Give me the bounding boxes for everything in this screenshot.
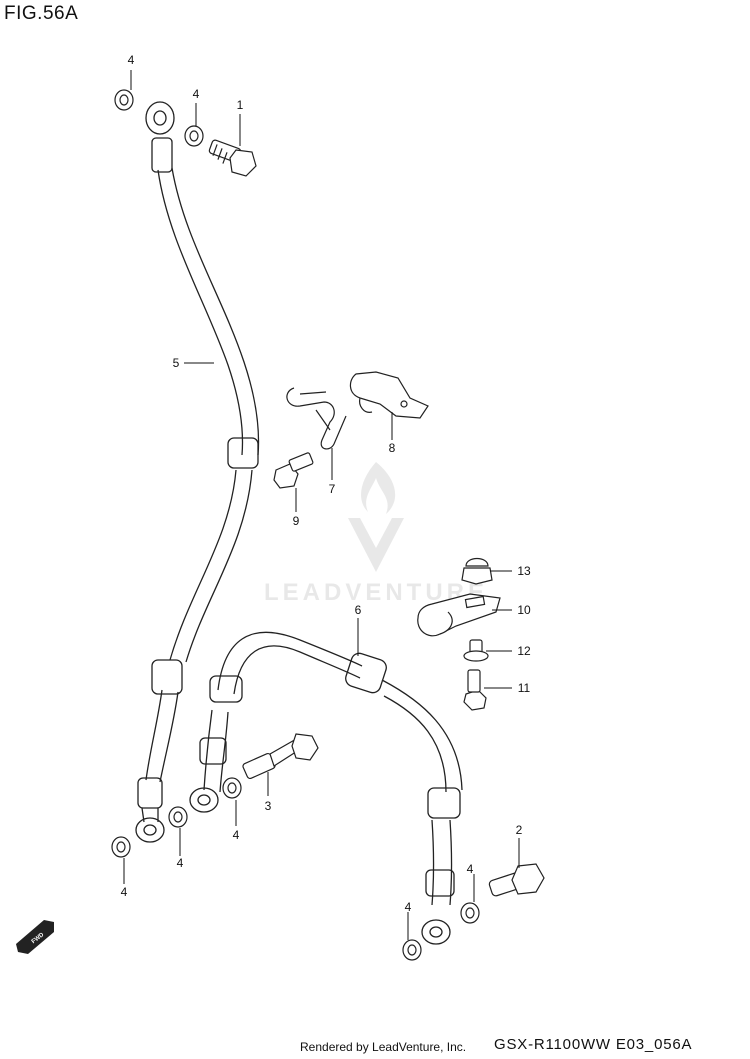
clamp-10 [417, 593, 501, 637]
callout-13: 13 [517, 564, 531, 578]
banjo-bolt-2 [488, 863, 545, 897]
collar-12 [463, 639, 489, 662]
callout-6: 6 [355, 603, 362, 617]
leader-lines [123, 70, 520, 940]
callout-4a: 4 [128, 53, 135, 67]
callout-7: 7 [329, 482, 336, 496]
washer-4b [184, 125, 204, 147]
banjo-bolt-3 [242, 733, 319, 780]
callout-8: 8 [389, 441, 396, 455]
clip-7 [286, 387, 347, 450]
banjo-bolt-1 [208, 139, 257, 177]
washer-4d [168, 806, 188, 828]
washer-4-group [111, 89, 480, 961]
callout-4b: 4 [193, 87, 200, 101]
washer-4a [114, 89, 134, 111]
model-code: GSX-R1100WW E03_056A [494, 1036, 693, 1053]
washer-4e [111, 836, 131, 858]
bolt-9 [273, 452, 314, 489]
callout-4g: 4 [405, 900, 412, 914]
callout-9: 9 [293, 514, 300, 528]
bracket-8 [349, 371, 429, 419]
callout-2: 2 [516, 823, 523, 837]
callout-3: 3 [265, 799, 272, 813]
callout-5: 5 [173, 356, 180, 370]
nut-13 [461, 557, 493, 585]
callout-10: 10 [517, 603, 531, 617]
callout-4c: 4 [233, 828, 240, 842]
washer-4f [460, 902, 480, 924]
fwd-arrow-icon: FWD [16, 920, 54, 954]
brake-hose-5 [135, 101, 260, 843]
watermark: LEADVENTURE [264, 462, 484, 606]
callout-4e: 4 [121, 885, 128, 899]
callout-labels: 4 4 1 5 8 7 9 13 6 10 12 11 3 4 2 4 4 4 … [121, 53, 531, 914]
callout-12: 12 [517, 644, 531, 658]
callout-1: 1 [237, 98, 244, 112]
callout-4d: 4 [177, 856, 184, 870]
bolt-11 [463, 669, 487, 711]
brake-hose-6 [189, 631, 463, 945]
callout-11: 11 [518, 681, 531, 695]
watermark-v-icon [348, 518, 404, 572]
washer-4g [402, 939, 422, 961]
washer-4c [222, 777, 242, 799]
figure-title: FIG.56A [4, 3, 79, 24]
rendered-by-credit: Rendered by LeadVenture, Inc. [300, 1040, 467, 1054]
callout-4f: 4 [467, 862, 474, 876]
watermark-flame-icon [361, 462, 396, 514]
